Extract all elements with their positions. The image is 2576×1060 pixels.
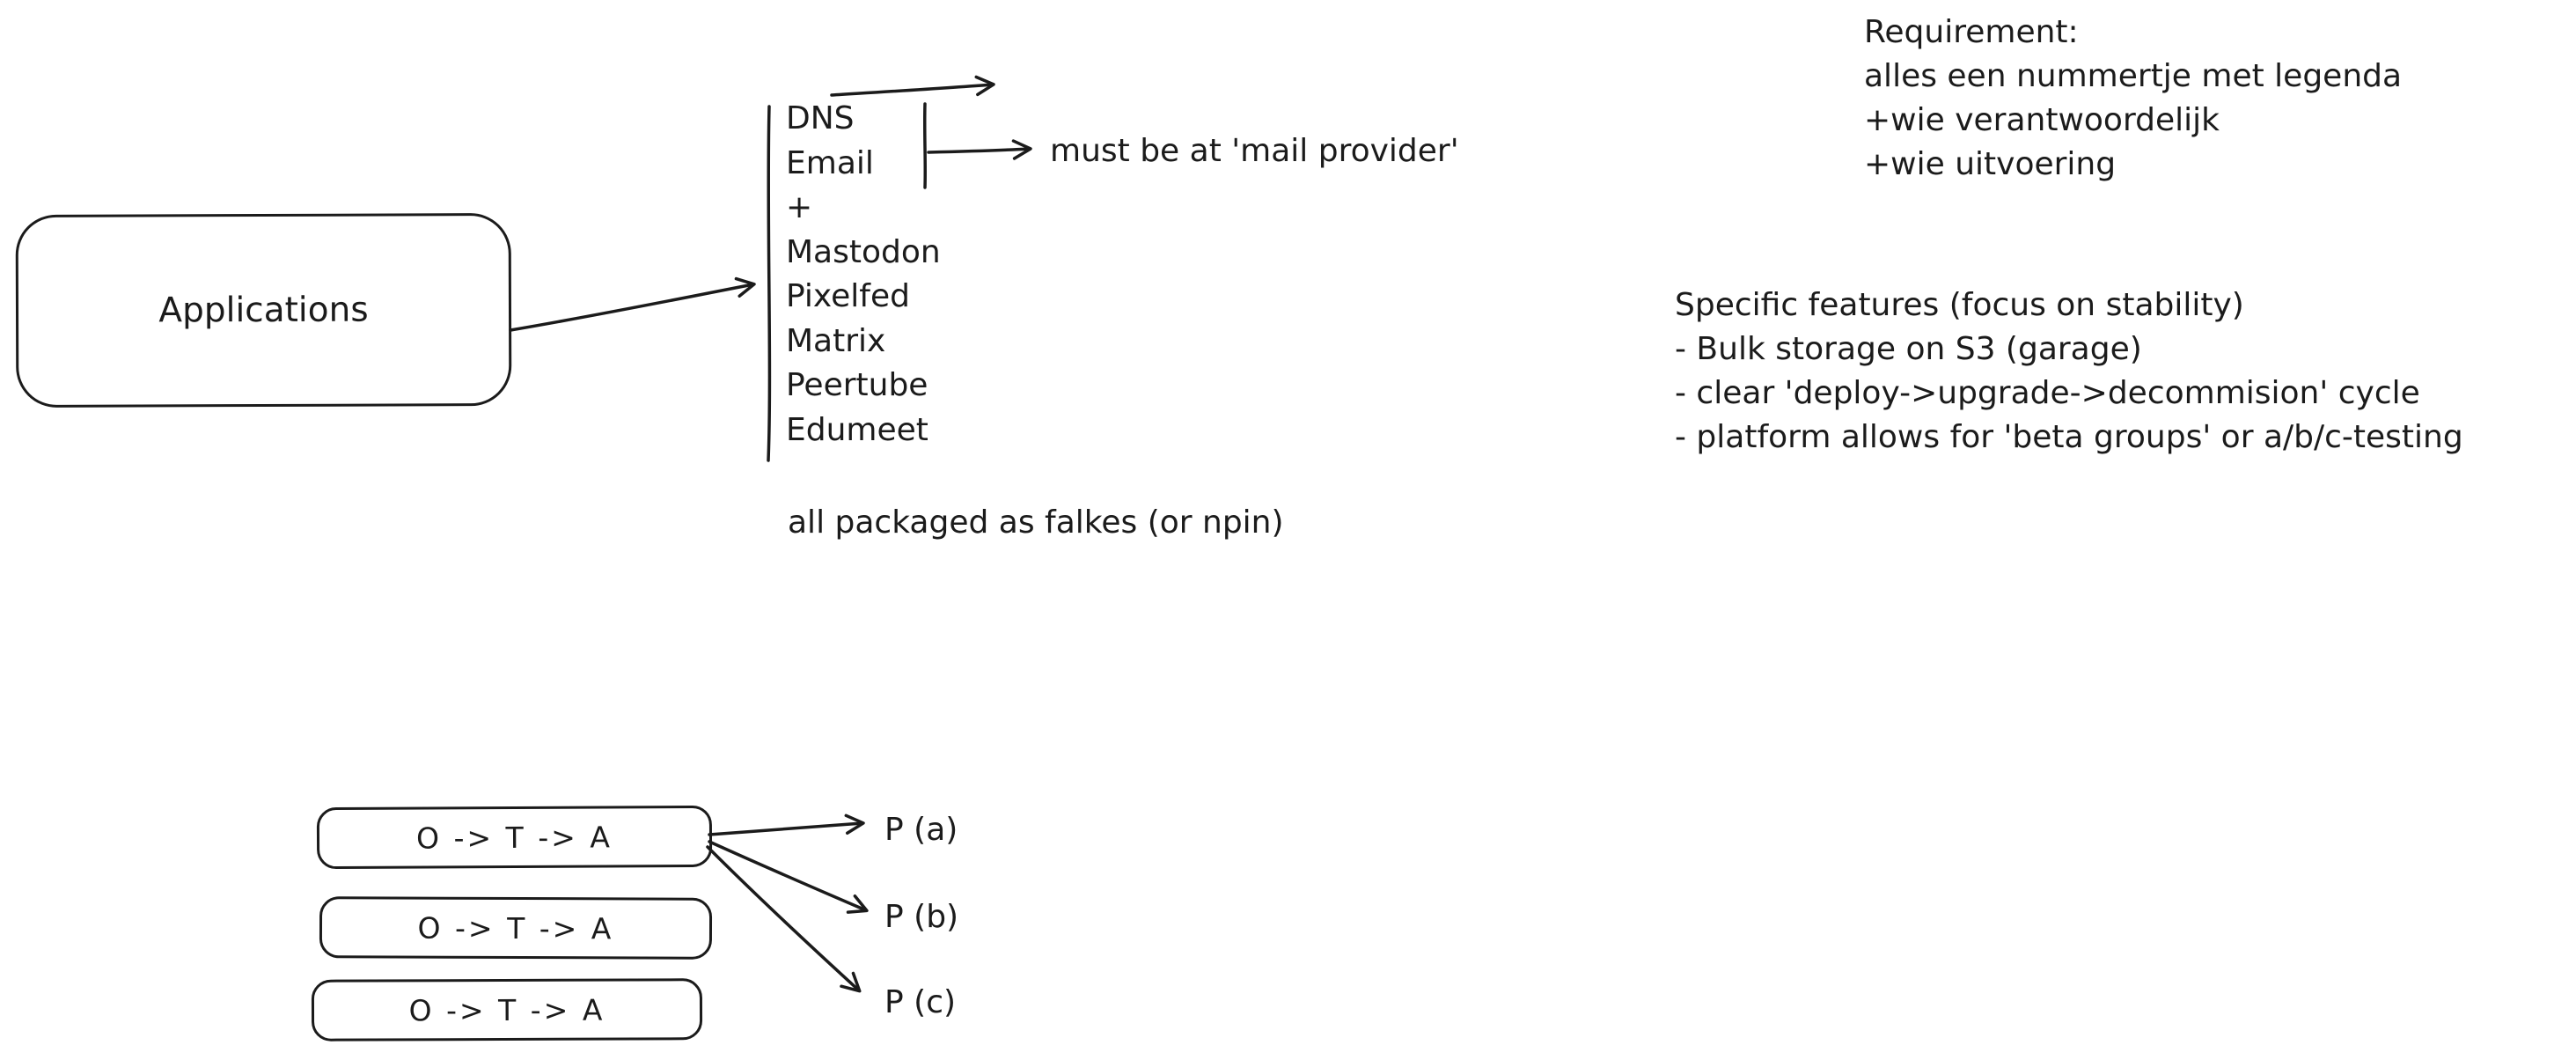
requirement-line-responsible: +wie verantwoordelijk	[1864, 102, 2220, 138]
service-item-pixelfed: Pixelfed	[786, 278, 910, 314]
packaging-note: all packaged as falkes (or npin)	[788, 504, 1284, 541]
service-item-peertube: Peertube	[786, 367, 928, 403]
features-line-storage: - Bulk storage on S3 (garage)	[1675, 331, 2142, 367]
pipeline-box-2: O -> T -> A	[319, 896, 713, 960]
pipeline-box-1-label: O -> T -> A	[415, 819, 613, 856]
features-line-title: Specific features (focus on stability)	[1675, 287, 2244, 323]
requirement-line-legend: alles een nummertje met legenda	[1864, 58, 2403, 94]
service-item-plus: +	[786, 189, 813, 225]
pipeline-box-1: O -> T -> A	[316, 805, 713, 870]
mail-provider-note: must be at 'mail provider'	[1050, 133, 1459, 169]
service-item-email: Email	[786, 144, 874, 181]
pipeline-target-c: P (c)	[884, 984, 957, 1020]
applications-label: Applications	[158, 290, 369, 331]
pipeline-box-3-label: O -> T -> A	[408, 992, 605, 1027]
arrow-top	[830, 75, 995, 97]
features-note: Specific features (focus on stability) -…	[1675, 283, 2463, 460]
arrow-applications-to-list	[509, 276, 756, 332]
service-item-matrix: Matrix	[786, 322, 886, 359]
arrow-pipeline-a	[708, 813, 865, 836]
service-item-mastodon: Mastodon	[786, 233, 941, 270]
pipeline-box-2-label: O -> T -> A	[417, 910, 614, 946]
pipeline-box-3: O -> T -> A	[311, 978, 703, 1042]
applications-box: Applications	[15, 213, 512, 408]
services-list: DNS Email + Mastodon Pixelfed Matrix Pee…	[786, 97, 941, 453]
arrow-pipeline-c	[706, 845, 862, 993]
requirement-line-execution: +wie uitvoering	[1864, 146, 2117, 182]
requirement-line-title: Requirement:	[1864, 14, 2079, 50]
pipeline-target-b: P (b)	[884, 899, 959, 935]
email-bracket-line	[922, 102, 928, 189]
features-line-beta: - platform allows for 'beta groups' or a…	[1675, 419, 2463, 455]
arrow-email-to-note	[927, 139, 1032, 160]
pipeline-target-a: P (a)	[884, 812, 958, 848]
services-list-line	[767, 105, 772, 462]
service-item-edumeet: Edumeet	[786, 411, 928, 448]
service-item-dns: DNS	[786, 100, 855, 136]
arrow-pipeline-b	[708, 840, 869, 914]
features-line-cycle: - clear 'deploy->upgrade->decommision' c…	[1675, 375, 2420, 411]
requirement-note: Requirement: alles een nummertje met leg…	[1864, 11, 2402, 187]
